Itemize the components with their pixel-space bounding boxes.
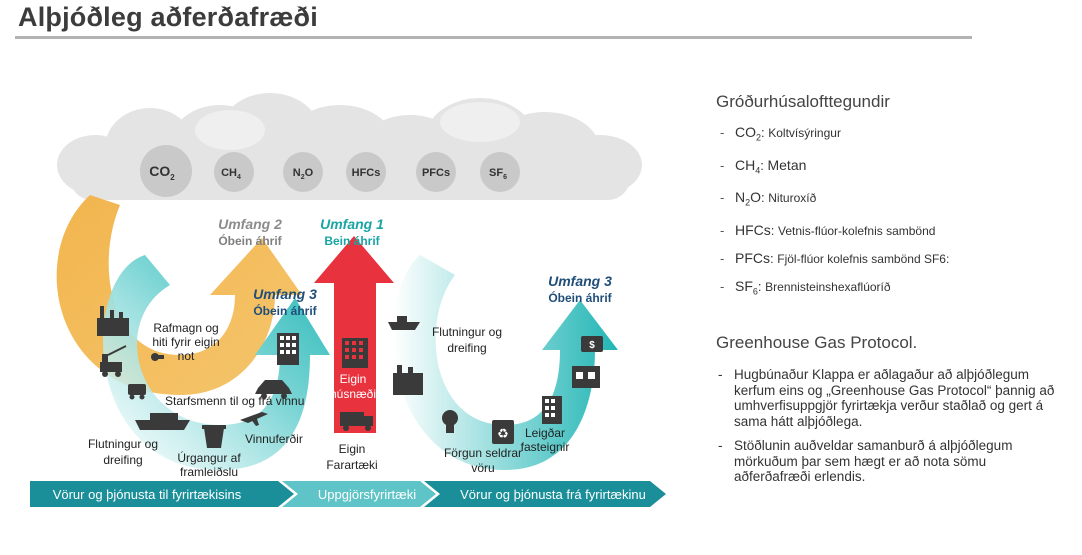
rail-wagon-icon [128, 384, 146, 400]
building-icon [277, 333, 299, 365]
scope3-left-subtitle: Óbein áhrif [253, 303, 317, 318]
car-icon [255, 380, 292, 399]
gas-item: -HFCs: Vetnis-flúor-kolefnis sambönd [720, 221, 936, 238]
gas-item: -SF6: Brennisteinshexaflúoríð [720, 277, 891, 297]
gas-list-heading: Gróðurhúsalofttegundir [716, 92, 890, 111]
protocol-paragraph: -Stöðlunin auðveldar samanburð á alþjóðl… [718, 438, 1013, 485]
ship-right-icon [388, 316, 420, 330]
label-commuting: Starfsmenn til og frá vinnu [165, 394, 304, 408]
title-divider [15, 36, 972, 39]
ship-icon [135, 413, 190, 430]
info-panel: Gróðurhúsalofttegundir -CO2: Koltvísýrin… [716, 92, 1066, 494]
factory-icon [97, 306, 129, 336]
gas-n2o: N2O [293, 167, 314, 181]
scope1-subtitle: Bein áhrif [324, 234, 380, 248]
scope2-title: Umfang 2 [218, 216, 282, 232]
scope3-right-title: Umfang 3 [548, 273, 612, 289]
gas-list: -CO2: Koltvísýringur -CH4: Metan -N2O: N… [720, 124, 1066, 299]
shop-icon [572, 366, 600, 388]
bulb-icon [442, 410, 458, 433]
protocol-list: -Hugbúnaður Klappa er aðlagaður að alþjó… [716, 367, 1066, 485]
gas-circle-hfcs [346, 152, 386, 192]
gas-sf6: SF6 [489, 167, 507, 181]
scope1-arrow [314, 236, 394, 433]
plug-icon [151, 353, 164, 361]
gas-circle-co2 [140, 145, 192, 197]
recycle-icon [492, 420, 514, 444]
gas-ch4: CH4 [221, 167, 241, 181]
recycle-symbol-icon: ♻ [497, 426, 509, 441]
gas-circle-sf6 [480, 152, 520, 192]
gas-item: -N2O: Nituroxíð [720, 189, 817, 208]
scope-diagram: CO2 CH4 N2O HFCs PFCs SF6 Umfang 2 Óbein… [30, 93, 666, 507]
protocol-heading: Greenhouse Gas Protocol. [716, 333, 918, 353]
plane-icon [240, 412, 268, 426]
factory-right-icon [393, 365, 423, 395]
chevron-company [282, 481, 436, 507]
gas-hfcs: HFCs [352, 167, 381, 179]
chevron-upstream-label: Vörur og þjónusta til fyrirtækisins [53, 487, 242, 502]
scope1-title: Umfang 1 [320, 216, 384, 232]
protocol-paragraph: -Hugbúnaður Klappa er aðlagaður að alþjó… [718, 367, 1055, 429]
gas-circles: CO2 CH4 N2O HFCs PFCs SF6 [140, 145, 520, 197]
page-title: Alþjóðleg aðferðafræði [18, 2, 318, 32]
chevron-downstream [424, 481, 666, 507]
scope3-left-title: Umfang 3 [253, 286, 317, 302]
dollar-icon: $ [589, 340, 595, 351]
gas-item: -CH4: Metan [720, 156, 807, 176]
crane-icon [100, 345, 127, 377]
gas-circle-n2o [283, 152, 323, 192]
gas-pfcs: PFCs [422, 167, 450, 179]
label-business-travel: Vinnuferðir [245, 432, 303, 446]
chevron-upstream [30, 481, 294, 507]
value-chain-bar: Vörur og þjónusta til fyrirtækisins Uppg… [30, 481, 666, 507]
truck-icon [340, 412, 373, 431]
gas-circle-ch4 [214, 152, 254, 192]
scope3-right-subtitle: Óbein áhrif [548, 290, 612, 305]
gas-co2: CO2 [149, 163, 175, 182]
chevron-downstream-label: Vörur og þjónusta frá fyrirtækinu [460, 487, 646, 502]
bin-icon [202, 425, 226, 448]
scope2-subtitle: Óbein áhrif [218, 233, 282, 248]
chevron-company-label: Uppgjörsfyrirtæki [318, 487, 416, 502]
cash-register-icon [581, 336, 603, 352]
gas-item: -PFCs: Fjöl-flúor kolefnis sambönd SF6: [720, 249, 950, 266]
gas-item: -CO2: Koltvísýringur [720, 124, 841, 143]
gas-circle-pfcs [416, 152, 456, 192]
